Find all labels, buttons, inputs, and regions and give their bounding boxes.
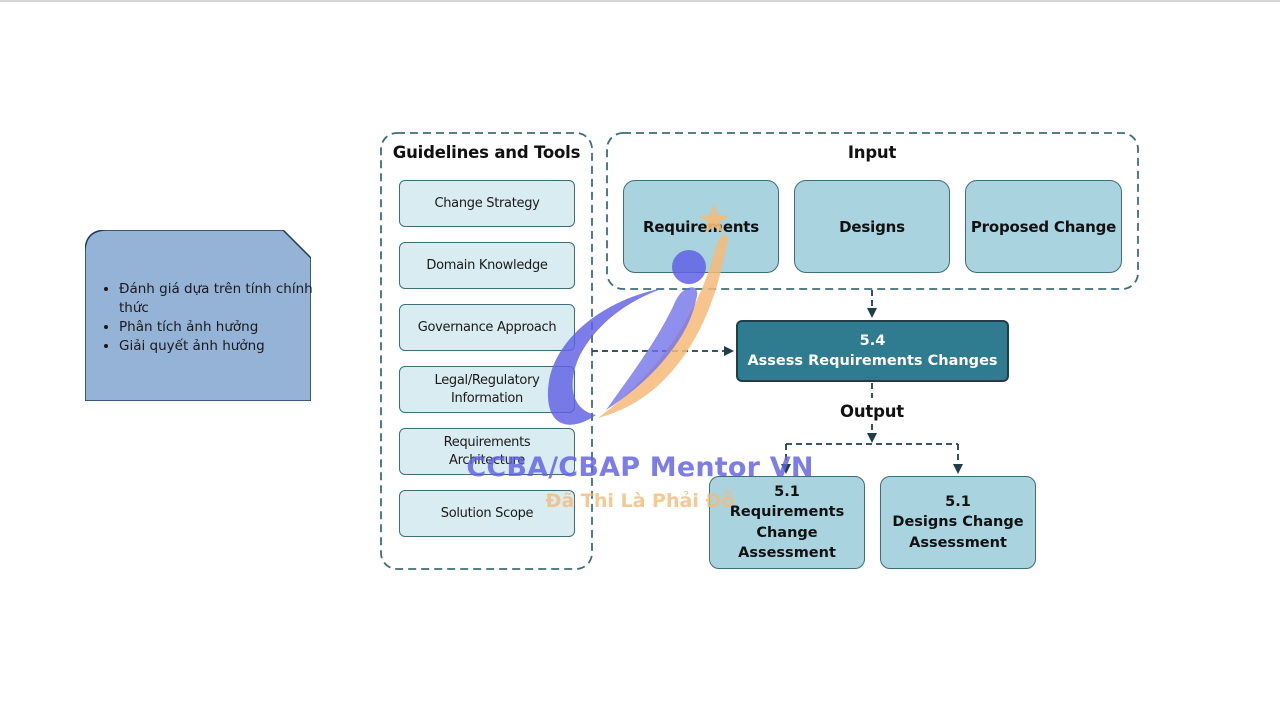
note-bullet: Phân tích ảnh hưởng (119, 318, 319, 337)
input-proposed-change: Proposed Change (965, 180, 1122, 273)
output-title-line: Requirements (729, 504, 845, 520)
task-number: 5.4 (859, 333, 886, 349)
tool-change-strategy: Change Strategy (399, 180, 575, 227)
output-number: 5.1 (945, 493, 971, 510)
input-heading: Input (847, 142, 897, 162)
watermark-subtitle: Đã Thi Là Phải Đỗ (545, 490, 735, 512)
output-title-line: Assessment (738, 545, 836, 561)
watermark-title: CCBA/CBAP Mentor VN (466, 452, 814, 483)
note-bullet-list: Đánh giá dựa trên tính chính thức Phân t… (99, 280, 319, 356)
task-title: Assess Requirements Changes (747, 353, 998, 369)
input-requirements: Requirements (623, 180, 779, 273)
note-bullet: Giải quyết ảnh hưởng (119, 337, 319, 356)
task-assess-requirements-changes: 5.4 Assess Requirements Changes (736, 320, 1009, 382)
tool-governance-approach: Governance Approach (399, 304, 575, 351)
tool-solution-scope: Solution Scope (399, 490, 575, 537)
note-card: Đánh giá dựa trên tính chính thức Phân t… (85, 230, 313, 401)
tool-domain-knowledge: Domain Knowledge (399, 242, 575, 289)
guidelines-heading: Guidelines and Tools (392, 142, 581, 162)
output-requirements-change-assessment: 5.1 Requirements Change Assessment (709, 476, 865, 569)
output-heading: Output (840, 401, 904, 421)
output-title-line: Assessment (909, 534, 1007, 551)
note-card-shape (85, 230, 311, 401)
top-divider (0, 0, 1280, 2)
output-title-line: Change (756, 524, 818, 541)
tool-legal-regulatory-information: Legal/Regulatory Information (399, 366, 575, 413)
input-group-border (606, 132, 1139, 290)
output-number: 5.1 (774, 483, 800, 500)
output-designs-change-assessment: 5.1 Designs Change Assessment (880, 476, 1036, 569)
note-bullet: Đánh giá dựa trên tính chính thức (119, 280, 319, 318)
output-title-line: Designs Change (892, 514, 1024, 531)
tool-requirements-architecture: Requirements Architecture (399, 428, 575, 475)
input-designs: Designs (794, 180, 950, 273)
